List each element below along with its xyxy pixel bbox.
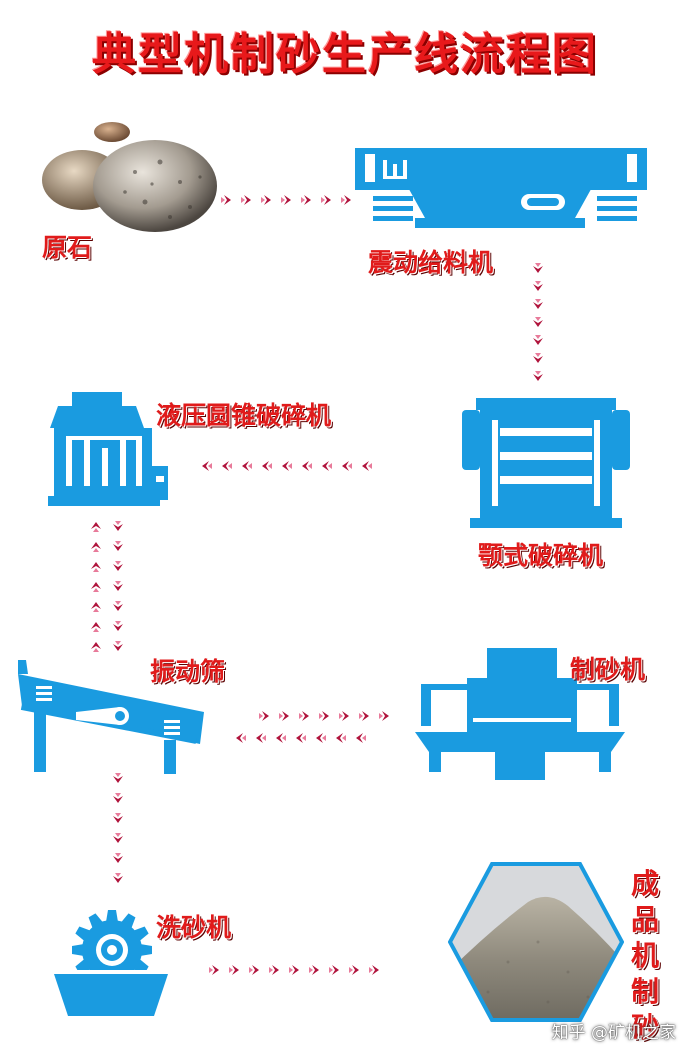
arrow-stone-to-feeder [221,195,351,205]
arrow-sandmaker-to-screen [236,733,366,743]
sand-maker-icon [415,648,625,780]
arrow-jaw-to-cone [202,461,372,471]
label-vibrating-feeder: 震动给料机 [368,248,494,277]
label-sand-maker: 制砂机 [570,655,646,684]
watermark: 知乎 @矿机之家 [551,1023,676,1043]
label-cone-crusher: 液压圆锥破碎机 [156,401,332,430]
cone-crusher-icon [48,392,168,506]
arrow-feeder-to-jaw [533,263,543,381]
label-finished-sand: 成品机制砂 [630,867,659,1044]
label-vibrating-screen: 振动筛 [150,657,226,686]
sand-washer-icon [54,910,168,1016]
page-title: 典型机制砂生产线流程图 [92,29,598,80]
sand-pile-icon [448,862,624,1022]
arrow-screen-to-washer [113,773,123,883]
arrow-washer-to-product [209,965,379,975]
label-sand-washer: 洗砂机 [156,913,232,942]
vibrating-feeder-icon [355,148,647,228]
jaw-crusher-icon [462,398,630,528]
arrow-screen-to-cone [91,522,101,652]
label-jaw-crusher: 颚式破碎机 [478,541,604,570]
arrow-cone-to-screen [113,521,123,651]
vibrating-screen-icon [18,660,204,774]
label-raw-stone: 原石 [42,233,93,262]
arrow-screen-to-sandmaker [259,711,389,721]
stones-icon [42,122,217,232]
